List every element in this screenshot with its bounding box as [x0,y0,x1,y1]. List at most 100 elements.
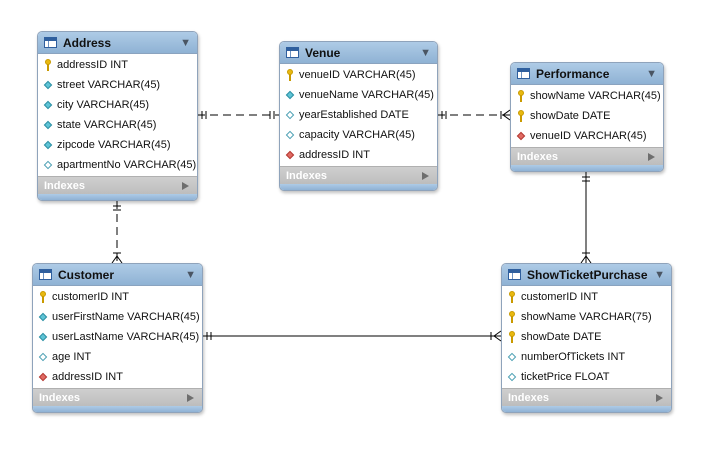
column-label: showName VARCHAR(45) [530,90,661,102]
indexes-section[interactable]: Indexes [511,147,663,165]
collapse-toggle-icon[interactable]: ▼ [654,268,665,281]
expand-arrow-icon[interactable] [187,393,194,402]
not-null-column-icon [37,311,49,323]
column-row[interactable]: capacity VARCHAR(45) [280,125,437,145]
column-row[interactable]: showName VARCHAR(75) [502,307,671,327]
table-name: Venue [305,45,341,60]
table-icon [286,47,299,58]
collapse-toggle-icon[interactable]: ▼ [420,46,431,59]
column-label: addressID INT [299,149,370,161]
indexes-section[interactable]: Indexes [502,388,671,406]
column-row[interactable]: ticketPrice FLOAT [502,367,671,387]
column-row[interactable]: street VARCHAR(45) [38,75,197,95]
expand-arrow-icon[interactable] [182,181,189,190]
column-row[interactable]: state VARCHAR(45) [38,115,197,135]
column-row[interactable]: city VARCHAR(45) [38,95,197,115]
primary-key-icon [506,291,518,303]
column-label: showDate DATE [530,110,611,122]
column-row[interactable]: age INT [33,347,202,367]
not-null-column-icon [42,119,54,131]
table-name: Address [63,35,112,50]
column-label: venueName VARCHAR(45) [299,89,434,101]
column-list: showName VARCHAR(45) showDate DATE venue… [511,85,663,147]
primary-key-icon [37,291,49,303]
column-label: state VARCHAR(45) [57,119,157,131]
collapse-toggle-icon[interactable]: ▼ [185,268,196,281]
column-row[interactable]: venueID VARCHAR(45) [511,126,663,146]
column-label: age INT [52,351,92,363]
expand-arrow-icon[interactable] [648,152,655,161]
crow-foot [493,330,502,337]
expand-arrow-icon[interactable] [656,393,663,402]
column-row[interactable]: showName VARCHAR(45) [511,86,663,106]
table-header[interactable]: ShowTicketPurchase ▼ [502,264,671,286]
column-label: street VARCHAR(45) [57,79,161,91]
column-row[interactable]: addressID INT [38,55,197,75]
indexes-label: Indexes [39,391,80,404]
column-row[interactable]: customerID INT [502,287,671,307]
table-header[interactable]: Venue ▼ [280,42,437,64]
column-label: userFirstName VARCHAR(45) [52,311,200,323]
not-null-column-icon [42,99,54,111]
column-row[interactable]: customerID INT [33,287,202,307]
primary-key-icon [515,90,527,102]
table-icon [508,269,521,280]
not-null-column-icon [37,331,49,343]
table-header[interactable]: Customer ▼ [33,264,202,286]
column-row[interactable]: userLastName VARCHAR(45) [33,327,202,347]
column-label: ticketPrice FLOAT [521,371,610,383]
column-label: showDate DATE [521,331,602,343]
column-label: customerID INT [521,291,599,303]
column-row[interactable]: apartmentNo VARCHAR(45) [38,155,197,175]
table-bottom-bar [33,406,202,412]
table-performance[interactable]: Performance ▼ showName VARCHAR(45) showD… [510,62,664,172]
table-name: ShowTicketPurchase [527,267,648,282]
table-bottom-bar [280,184,437,190]
column-row[interactable]: venueID VARCHAR(45) [280,65,437,85]
indexes-section[interactable]: Indexes [38,176,197,194]
column-row[interactable]: zipcode VARCHAR(45) [38,135,197,155]
foreign-key-icon [515,130,527,142]
nullable-column-icon [42,159,54,171]
column-row[interactable]: addressID INT [33,367,202,387]
nullable-column-icon [37,351,49,363]
column-label: venueID VARCHAR(45) [530,130,647,142]
column-row[interactable]: showDate DATE [502,327,671,347]
column-row[interactable]: userFirstName VARCHAR(45) [33,307,202,327]
indexes-label: Indexes [44,179,85,192]
column-label: apartmentNo VARCHAR(45) [57,159,197,171]
table-bottom-bar [502,406,671,412]
table-venue[interactable]: Venue ▼ venueID VARCHAR(45) venueName VA… [279,41,438,191]
column-row[interactable]: yearEstablished DATE [280,105,437,125]
column-list: venueID VARCHAR(45) venueName VARCHAR(45… [280,64,437,166]
collapse-toggle-icon[interactable]: ▼ [646,67,657,80]
table-address[interactable]: Address ▼ addressID INT street VARCHAR(4… [37,31,198,201]
indexes-label: Indexes [286,169,327,182]
table-customer[interactable]: Customer ▼ customerID INT userFirstName … [32,263,203,413]
column-row[interactable]: numberOfTickets INT [502,347,671,367]
column-list: addressID INT street VARCHAR(45) city VA… [38,54,197,176]
table-bottom-bar [511,165,663,171]
column-label: capacity VARCHAR(45) [299,129,415,141]
column-list: customerID INT userFirstName VARCHAR(45)… [33,286,202,388]
column-label: zipcode VARCHAR(45) [57,139,171,151]
not-null-column-icon [42,79,54,91]
column-row[interactable]: venueName VARCHAR(45) [280,85,437,105]
column-label: city VARCHAR(45) [57,99,150,111]
indexes-section[interactable]: Indexes [280,166,437,184]
column-row[interactable]: addressID INT [280,145,437,165]
indexes-label: Indexes [517,150,558,163]
column-row[interactable]: showDate DATE [511,106,663,126]
column-label: userLastName VARCHAR(45) [52,331,200,343]
foreign-key-icon [284,149,296,161]
expand-arrow-icon[interactable] [422,171,429,180]
primary-key-icon [515,110,527,122]
collapse-toggle-icon[interactable]: ▼ [180,36,191,49]
indexes-section[interactable]: Indexes [33,388,202,406]
table-showticketpurchase[interactable]: ShowTicketPurchase ▼ customerID INT show… [501,263,672,413]
primary-key-icon [284,69,296,81]
column-label: numberOfTickets INT [521,351,626,363]
table-header[interactable]: Performance ▼ [511,63,663,85]
table-header[interactable]: Address ▼ [38,32,197,54]
